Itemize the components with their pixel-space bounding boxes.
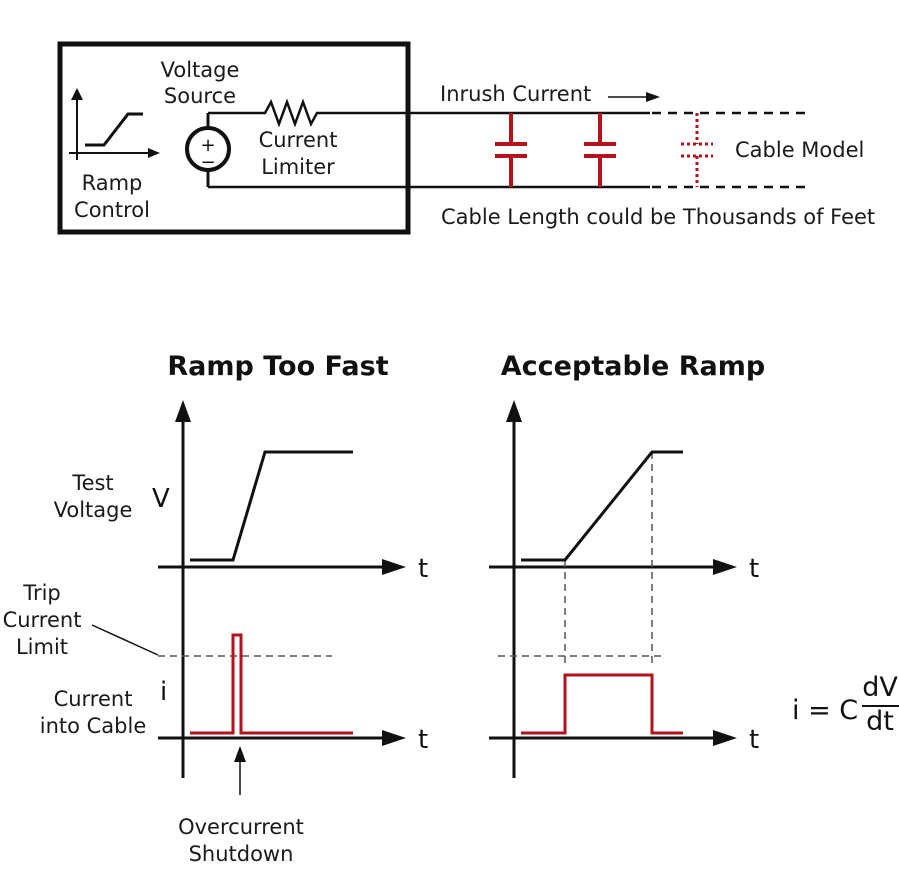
cable-length-note: Cable Length could be Thousands of Feet (441, 205, 875, 229)
trip-limit-label-line1: Trip (22, 581, 61, 605)
formula-lhs: i = C (792, 695, 858, 726)
current-limiter-label-line1: Current (259, 128, 338, 152)
current-into-cable-label-line2: into Cable (40, 714, 147, 738)
panel-title-acceptable-ramp: Acceptable Ramp (501, 351, 765, 382)
voltage-source-label-line2: Source (164, 84, 236, 108)
cable-capacitor-2 (584, 113, 616, 187)
voltage-t-axis-arrow-icon (382, 559, 406, 575)
current-limiter-label-line2: Limiter (261, 155, 335, 179)
resistor-current-limiter (208, 98, 650, 128)
y-axis-arrow-icon (506, 400, 522, 422)
i-axis-label: i (160, 677, 167, 707)
inrush-arrow-icon (608, 92, 660, 102)
ramp-control-label-line2: Control (74, 198, 150, 222)
current-trace-acceptable (521, 673, 683, 735)
voltage-source-symbol: + − (185, 113, 231, 187)
source-enclosure (57, 41, 411, 235)
minus-sign: − (200, 152, 215, 173)
trip-limit-label-line2: Current (3, 608, 82, 632)
y-axis-arrow-icon (175, 400, 191, 422)
panel-acceptable-ramp: Acceptable Ramp t t i = C dV dt (489, 351, 899, 778)
overcurrent-arrow-icon (234, 746, 246, 762)
test-voltage-label-line2: Voltage (54, 498, 133, 522)
inrush-current-label: Inrush Current (440, 82, 591, 106)
trip-limit-label-line3: Limit (16, 635, 68, 659)
test-voltage-label-line1: Test (71, 471, 113, 495)
t-label-voltage: t (749, 554, 759, 584)
ramp-control-label-line1: Ramp (82, 171, 143, 195)
cable-model-label: Cable Model (735, 138, 864, 162)
overcurrent-shutdown-line2: Shutdown (189, 842, 294, 866)
voltage-source-label-line1: Voltage (161, 58, 240, 82)
trip-limit-leader (91, 624, 159, 656)
t-label-current: t (749, 725, 759, 755)
voltage-trace-fast (190, 450, 353, 562)
inrush-formula: i = C dV dt (792, 672, 899, 737)
plus-sign: + (200, 135, 215, 156)
voltage-trace-acceptable (521, 450, 683, 562)
t-label-voltage: t (418, 554, 428, 584)
cable-capacitor-1 (495, 113, 527, 187)
formula-numerator: dV (862, 672, 898, 703)
v-axis-label: V (152, 484, 170, 514)
panel-ramp-too-fast: Ramp Too Fast t t V i Test Voltage Trip … (3, 351, 429, 866)
overcurrent-shutdown-line1: Overcurrent (178, 815, 304, 839)
ramp-control-icon (69, 88, 160, 160)
current-t-axis-arrow-icon (713, 730, 737, 746)
current-t-axis-arrow-icon (382, 730, 406, 746)
panel-title-ramp-too-fast: Ramp Too Fast (167, 351, 388, 382)
voltage-t-axis-arrow-icon (713, 559, 737, 575)
current-trace-fast (190, 633, 353, 735)
t-label-current: t (418, 725, 428, 755)
cable-capacitor-dotted (681, 113, 713, 187)
circuit-diagram: Ramp Control Voltage Source + − Current … (57, 41, 875, 235)
formula-denominator: dt (866, 706, 894, 737)
current-into-cable-label-line1: Current (54, 687, 133, 711)
